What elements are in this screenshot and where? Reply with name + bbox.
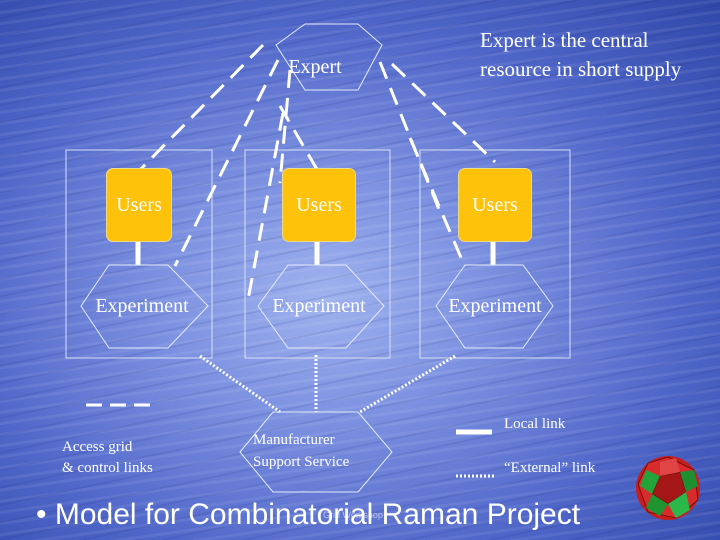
experiment-label-1: Experiment [95, 295, 189, 317]
slide-title: • Model for Combinatorial Raman Project [36, 498, 581, 531]
local-links [135, 241, 496, 265]
users-box-2: Users [282, 168, 356, 242]
control-link-users-3b [390, 62, 497, 164]
group-box-center [244, 149, 391, 359]
group-box-right [419, 149, 571, 359]
experiment-label-3: Experiment [448, 295, 542, 317]
control-link-experiment-1 [173, 59, 280, 267]
expert-label: Expert [288, 56, 342, 78]
experiment-hexagon-1 [80, 264, 209, 349]
experiment-hexagon-3 [435, 264, 554, 349]
control-link-users-1 [125, 43, 265, 185]
control-link-users-2 [278, 69, 292, 184]
legend-grid-links-line2: & control links [62, 460, 153, 476]
slide-footer: Grid Workshop [323, 510, 383, 520]
users-box-1: Users [106, 168, 172, 242]
manufacturer-label-line2: Support Service [253, 454, 350, 470]
control-link-users-3 [378, 61, 442, 213]
external-link-3 [359, 354, 456, 414]
legend-local-link-label: Local link [504, 416, 566, 432]
users-box-3: Users [458, 168, 532, 242]
external-links [199, 354, 456, 414]
users-label-1: Users [116, 193, 162, 216]
manufacturer-hexagon [239, 411, 393, 493]
legend-grid-links-line1: Access grid [62, 439, 133, 455]
legend-external-link-label: “External” link [504, 460, 596, 476]
expert-note-line1: Expert is the central [480, 28, 649, 52]
control-link-experiment-2-a [278, 105, 327, 184]
users-label-2: Users [296, 193, 342, 216]
manufacturer-label-line1: Manufacturer [253, 432, 335, 448]
expert-hexagon [275, 23, 383, 91]
control-links [125, 43, 497, 301]
experiment-label-2: Experiment [272, 295, 366, 317]
control-link-experiment-2 [246, 112, 285, 301]
polyhedron-icon [636, 456, 700, 520]
group-box-left [65, 149, 213, 359]
users-label-3: Users [472, 193, 518, 216]
expert-note-line2: resource in short supply [480, 57, 682, 81]
control-link-experiment-3 [408, 137, 467, 268]
experiment-hexagon-2 [257, 264, 385, 349]
external-link-1 [199, 354, 281, 414]
